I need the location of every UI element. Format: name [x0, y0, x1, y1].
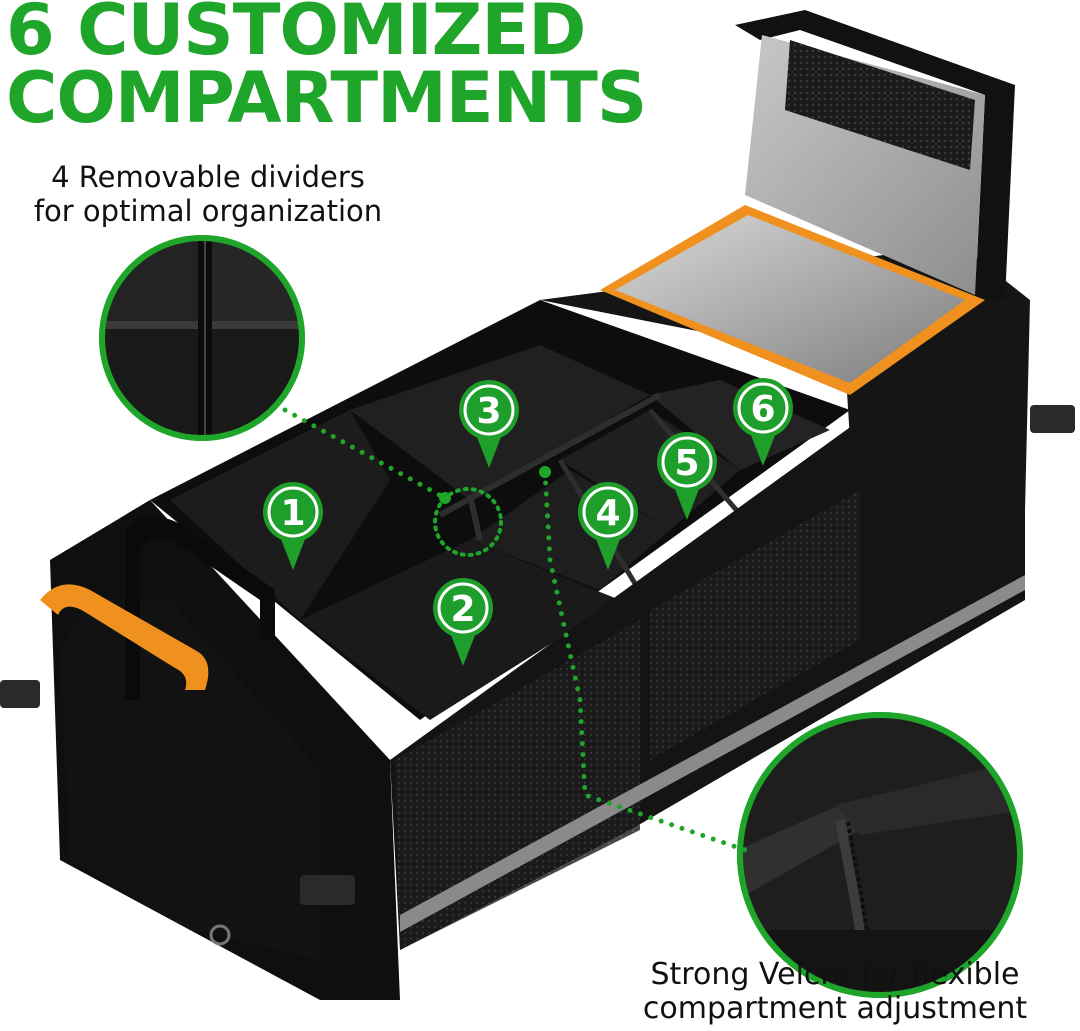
divider-long: [438, 392, 662, 518]
side-trim-orange: [40, 584, 209, 690]
compartment-pin-5: 5: [657, 432, 717, 520]
d-ring: [209, 924, 231, 946]
dividers-zoom-callout: [99, 235, 305, 441]
map-pin-icon: [673, 484, 701, 520]
map-pin-icon: [279, 534, 307, 570]
map-pin-icon: [749, 430, 777, 466]
velcro-zoom-callout: [737, 712, 1023, 998]
pin-number: 6: [750, 389, 775, 430]
divider-target-circle: [433, 487, 503, 557]
pin-number: 2: [450, 589, 475, 630]
velcro-caption-line-1: Strong Velcro for flexible: [650, 957, 1020, 992]
side-buckle-right[interactable]: [1030, 405, 1075, 433]
compartment-pin-1: 1: [263, 482, 323, 570]
dotted-leader-line: [282, 407, 748, 853]
compartment-pin-2: 2: [433, 578, 493, 666]
velcro-caption-line-2: compartment adjustment: [642, 991, 1028, 1026]
front-buckle[interactable]: [300, 875, 355, 905]
cooler-insulated-lining: [615, 215, 965, 383]
lid-mesh-pocket: [785, 40, 975, 170]
pin-number: 4: [595, 493, 620, 534]
map-pin-icon: [594, 534, 622, 570]
velcro-caption: Strong Velcro for flexible compartment a…: [620, 958, 1050, 1026]
compartment-pin-3: 3: [459, 380, 519, 468]
front-mesh-pocket-2: [650, 490, 860, 760]
reflective-strip: [400, 575, 1025, 932]
trunk-organizer: [0, 10, 1075, 1000]
dividers-caption-line-2: for optimal organization: [33, 194, 383, 228]
headline-line-1: 6 CUSTOMIZED: [6, 0, 586, 71]
front-mesh-pocket: [395, 620, 640, 950]
headline-line-2: COMPARTMENTS: [6, 57, 647, 139]
side-buckle-left[interactable]: [0, 680, 40, 708]
compartment-pin-4: 4: [578, 482, 638, 570]
leader-end-dot: [539, 466, 551, 478]
map-pin-icon: [449, 630, 477, 666]
map-pin-icon: [475, 432, 503, 468]
dividers-caption-line-1: 4 Removable dividers: [51, 160, 365, 194]
carry-handle[interactable]: [125, 516, 275, 700]
divider-short: [467, 494, 483, 541]
pin-number: 1: [280, 493, 305, 534]
pin-number: 3: [476, 391, 501, 432]
pin-number: 5: [674, 443, 699, 484]
dividers-caption: 4 Removable dividers for optimal organiz…: [8, 160, 408, 228]
compartment-pin-6: 6: [733, 378, 793, 466]
